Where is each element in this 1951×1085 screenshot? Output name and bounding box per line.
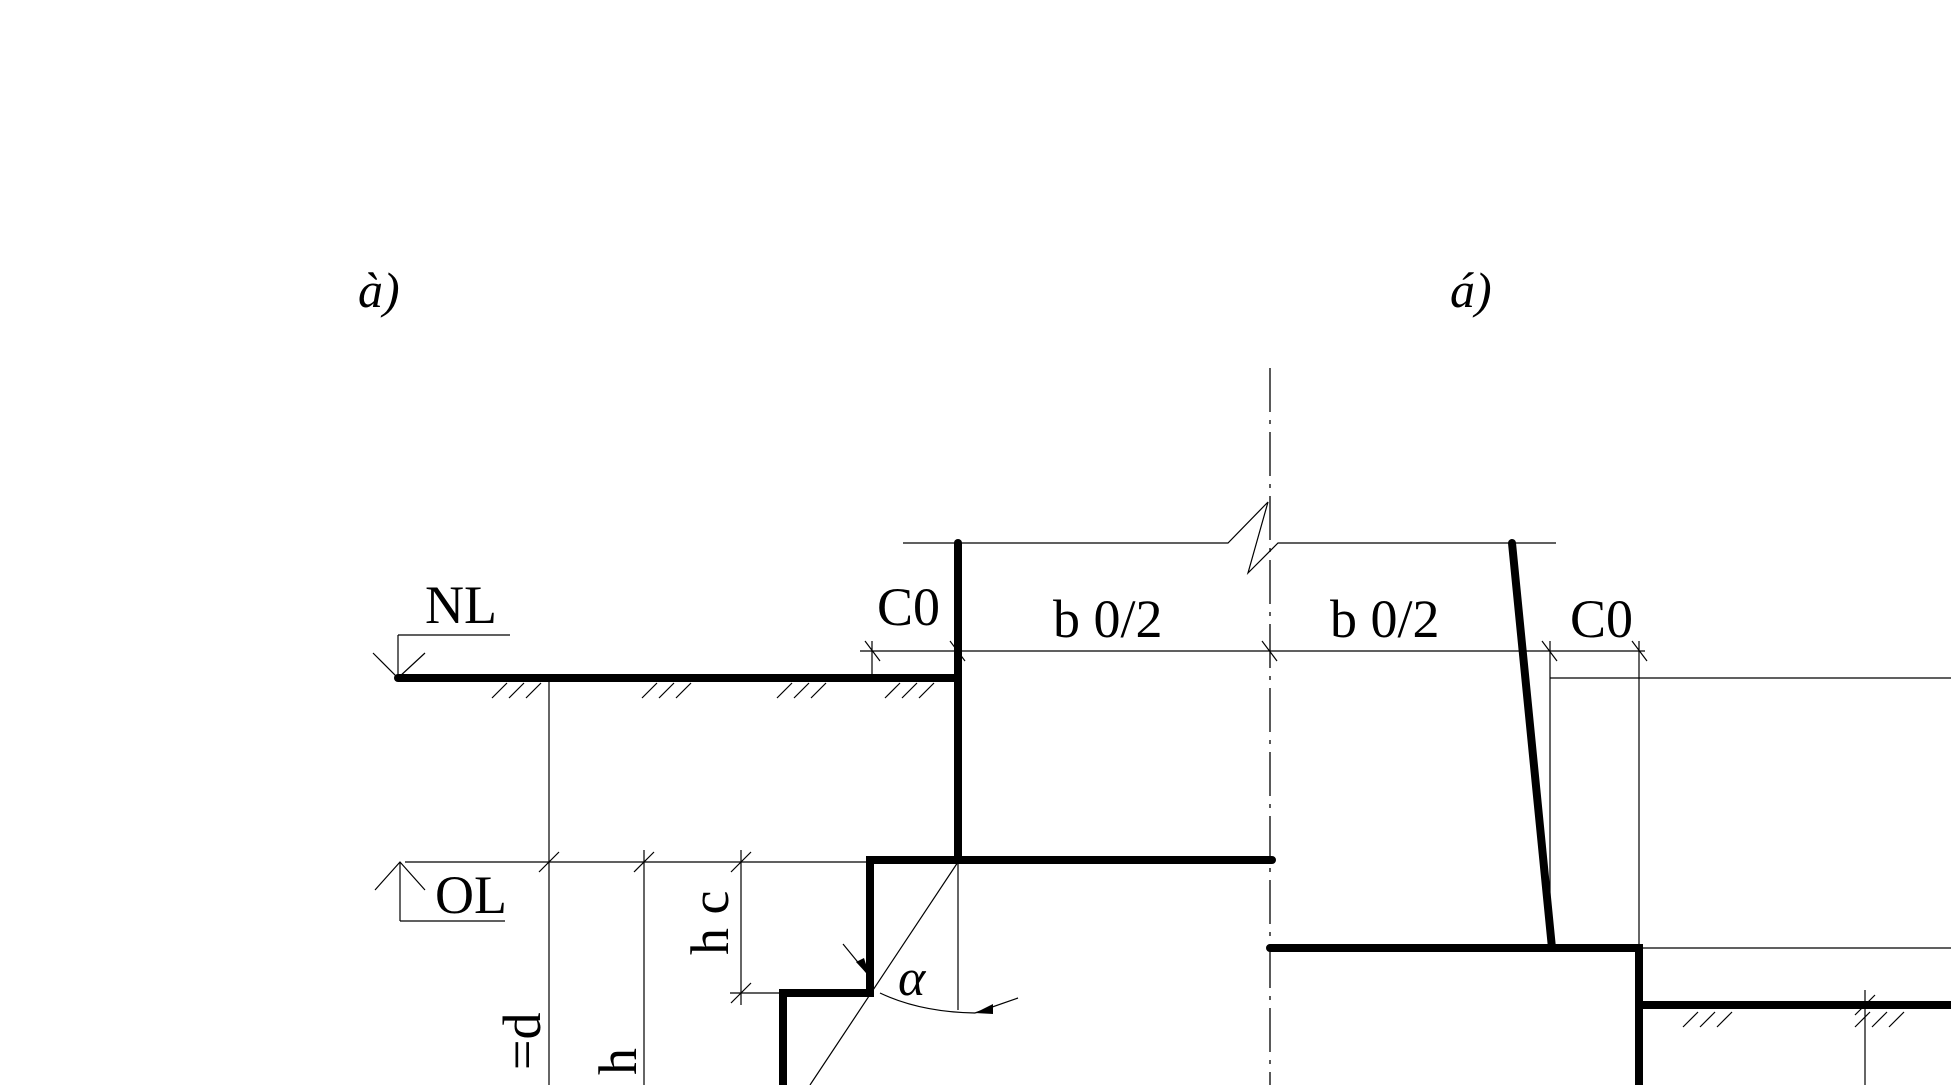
dim-c0-left: C0 [877,577,940,637]
foundation-step-b [1266,944,1951,1009]
dim-d: =d [492,1013,552,1070]
ground-hatching-right [1682,1011,1905,1028]
dim-c0-right: C0 [1570,589,1633,649]
panel-label-b: á) [1450,262,1492,318]
dim-tick-b-right [1854,994,1876,1016]
angle-arrowhead-right [975,1004,993,1014]
dim-h: h [588,1048,648,1075]
column-b-inclined [1508,539,1556,952]
ol-label: OL [435,865,507,925]
nl-label: NL [425,575,497,635]
angle-alpha: α [898,950,927,1007]
dimension-ticks-vertical [538,851,752,1004]
panel-label-a: à) [358,262,400,318]
angle-arrowhead-left [856,958,870,977]
break-line [903,501,1556,576]
foundation-step-a [779,856,1276,1085]
ground-hatching-left [491,682,935,699]
dim-b0-half-right: b 0/2 [1330,589,1440,649]
dim-b0-half-left: b 0/2 [1053,589,1163,649]
angle-ray-1 [809,861,959,1085]
dim-hc: h c [680,891,740,955]
angle-arc [879,992,976,1014]
